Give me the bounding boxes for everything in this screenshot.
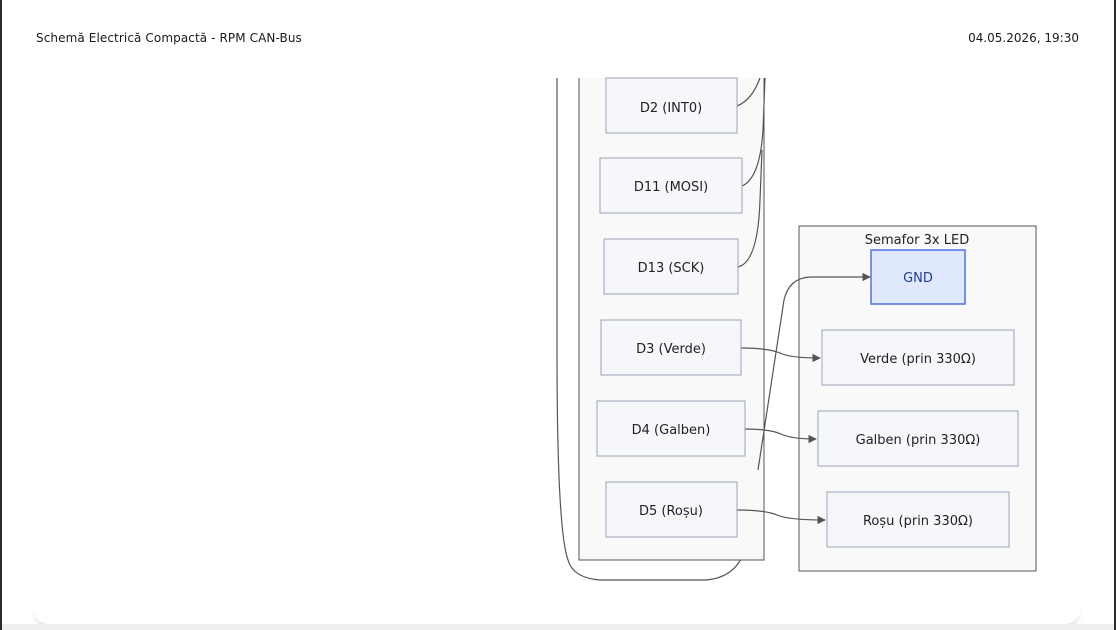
node-d13: D13 (SCK) xyxy=(603,238,739,295)
node-d5-label: D5 (Roșu) xyxy=(639,504,703,519)
page-title: Schemă Electrică Compactă - RPM CAN-Bus xyxy=(36,31,302,45)
window-frame-left xyxy=(0,0,2,630)
node-led-verde: Verde (prin 330Ω) xyxy=(821,329,1015,386)
node-d11: D11 (MOSI) xyxy=(599,157,743,214)
node-gnd-label: GND xyxy=(903,271,933,286)
edge-d2-up xyxy=(736,77,761,107)
edge-d3-verde xyxy=(740,347,821,363)
edge-d13-up xyxy=(737,149,763,268)
node-gnd: GND xyxy=(870,249,966,305)
node-d4-label: D4 (Galben) xyxy=(632,423,711,438)
edge-loop-to-gnd xyxy=(757,272,871,471)
node-d2-label: D2 (INT0) xyxy=(640,101,702,116)
semafor-cluster-label: Semafor 3x LED xyxy=(865,233,969,248)
edge-d4-galben xyxy=(744,428,817,444)
edge-d5-rosu xyxy=(736,509,826,525)
node-led-galben: Galben (prin 330Ω) xyxy=(817,410,1019,467)
node-led-galben-label: Galben (prin 330Ω) xyxy=(856,433,981,448)
node-d3-label: D3 (Verde) xyxy=(636,342,706,357)
page-gap-strip xyxy=(2,624,1114,630)
node-led-rosu-label: Roșu (prin 330Ω) xyxy=(863,514,973,529)
print-datetime: 04.05.2026, 19:30 xyxy=(968,31,1079,45)
node-d11-label: D11 (MOSI) xyxy=(634,180,708,195)
node-d5: D5 (Roșu) xyxy=(605,481,738,538)
page-card-bottom-edge xyxy=(34,604,1080,624)
outer-wire-loop xyxy=(556,78,759,581)
node-led-verde-label: Verde (prin 330Ω) xyxy=(860,352,976,367)
node-led-rosu: Roșu (prin 330Ω) xyxy=(826,491,1010,548)
node-d13-label: D13 (SCK) xyxy=(638,261,705,276)
edge-d11-up xyxy=(741,77,766,187)
node-d3: D3 (Verde) xyxy=(600,319,742,376)
window-frame-right xyxy=(1114,0,1116,630)
node-d2: D2 (INT0) xyxy=(605,77,738,134)
node-d4: D4 (Galben) xyxy=(596,400,746,457)
